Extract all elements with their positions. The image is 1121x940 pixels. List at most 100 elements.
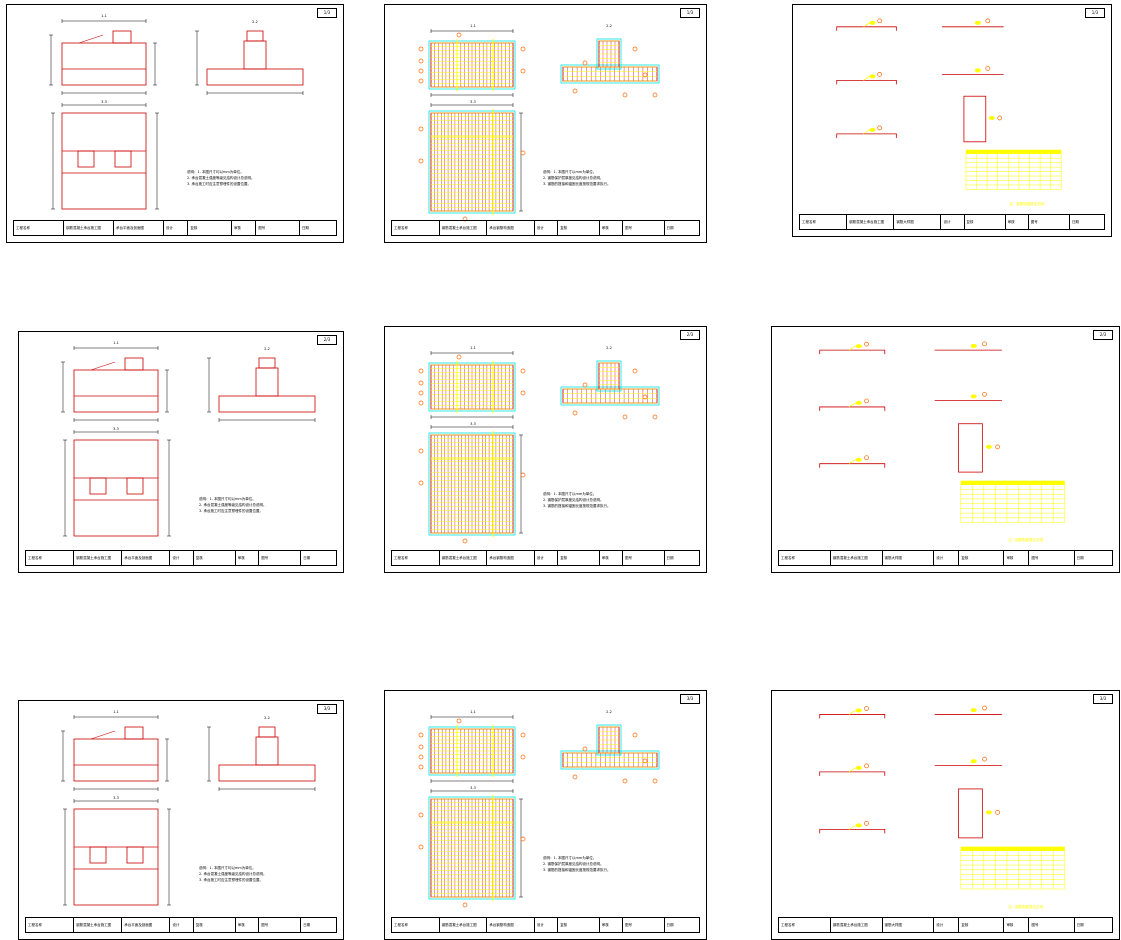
concrete-cover-outline (428, 40, 516, 90)
elevation-title: 1-1 (113, 710, 119, 714)
inclined-rebar (78, 34, 104, 44)
design-notes: 说明：1. 本图尺寸以mm为单位。2. 钢筋保护层厚度见结构设计总说明。3. 钢… (543, 855, 610, 873)
rebar-tag (855, 765, 862, 770)
rebar-marker (864, 821, 869, 826)
plan-title: 3-3 (113, 427, 119, 431)
note-line: 说明：1. 本图尺寸均以mm为单位。 (187, 170, 244, 174)
pier-plan (89, 477, 107, 495)
rebar-marker (982, 391, 987, 397)
title-block-cell: 工程名称 (392, 551, 440, 565)
sheet-drawing: 1-12-23-3 (61, 710, 316, 906)
concrete-cover-outline (428, 432, 516, 536)
note-line: 说明：1. 本图尺寸均以mm为单位。 (199, 497, 256, 501)
title-block-cell: 工程名称 (392, 918, 440, 932)
title-block-cell: 图号 (259, 551, 302, 565)
rebar-marker (982, 756, 987, 762)
title-block-cell: 复核 (959, 918, 1005, 932)
schedule-header (960, 480, 1065, 485)
schedule-header (965, 149, 1062, 154)
rebar-marker (462, 538, 468, 544)
pier-cap-side (258, 357, 276, 369)
title-block-cell: 图号 (1029, 215, 1070, 229)
bent-rebar-shape (836, 26, 897, 31)
title-block-cell: 审核 (600, 221, 623, 235)
elevation-title: 1-1 (470, 346, 476, 350)
rebar-marker (418, 812, 424, 818)
rebar-marker (877, 18, 883, 24)
title-block: 工程名称钢筋混凝土承台施工图承台平面及剖面图设计复核审核图号日期 (25, 917, 337, 933)
title-block-cell: 钢筋混凝土承台施工图 (74, 918, 123, 932)
note-line: 3. 承台施工时应注意预埋件的设置位置。 (187, 182, 251, 186)
rebar-marker (520, 68, 526, 74)
bent-rebar-shape (819, 349, 886, 355)
concrete-cover-outline (428, 362, 516, 412)
title-block-cell: 设计 (934, 551, 960, 565)
title-block-cell: 承台平面及剖面图 (114, 221, 165, 235)
note-line: 说明：1. 本图尺寸以mm为单位。 (543, 170, 597, 174)
page-number: 2/3 (680, 330, 700, 340)
title-block-cell: 审核 (1006, 215, 1029, 229)
cap-elevation (61, 42, 147, 86)
rebar-tag (855, 457, 862, 462)
rebar-marker (418, 68, 424, 74)
rebar-tag (988, 116, 995, 121)
rebar-marker (995, 809, 1000, 815)
title-block-cell: 设计 (535, 551, 559, 565)
rebar-marker (456, 718, 462, 724)
stirrup-shape (958, 423, 983, 473)
title-block-cell: 图号 (623, 221, 665, 235)
rebar-marker (642, 758, 648, 764)
title-block-cell: 设计 (535, 221, 559, 235)
title-block-cell: 日期 (301, 226, 309, 230)
title-block-cell: 日期 (303, 923, 311, 927)
page-number: 2/3 (317, 335, 337, 345)
pier-elevation (124, 726, 144, 740)
title-block-cell: 复核 (194, 918, 236, 932)
title-block: 工程名称钢筋混凝土承台施工图钢筋大样图设计复核审核图号日期 (778, 550, 1113, 566)
title-block-cell: 工程名称 (800, 215, 848, 229)
title-block: 工程名称钢筋混凝土承台施工图承台钢筋构造图设计复核审核图号日期 (391, 917, 700, 933)
title-block-cell: 复核 (965, 215, 1006, 229)
title-block: 工程名称钢筋混凝土承台施工图钢筋大样图设计复核审核图号日期 (799, 214, 1105, 230)
rebar-marker (456, 32, 462, 38)
title-block-cell: 工程名称 (392, 221, 440, 235)
inclined-rebar (90, 361, 116, 371)
cap-elevation (73, 738, 159, 782)
sheet-drawing (819, 705, 1066, 890)
rebar-marker (462, 216, 468, 222)
title-block-cell: 审核 (232, 221, 257, 235)
rebar-marker (982, 705, 987, 711)
rebar-tag (970, 343, 977, 348)
rebar-marker (572, 88, 578, 94)
rebar-marker (418, 368, 424, 374)
rebar-marker (622, 92, 628, 98)
title-block-cell: 审核 (600, 551, 623, 565)
sheet-drawing: 1-12-23-3 (49, 14, 304, 210)
rebar-marker (632, 368, 638, 374)
title-block-cell: 钢筋混凝土承台施工图 (847, 215, 895, 229)
pier-side (255, 367, 279, 397)
rebar-marker (520, 472, 526, 478)
rebar-marker (418, 78, 424, 84)
rebar-tag (974, 20, 981, 25)
rebar-marker (520, 732, 526, 738)
rebar-tag (855, 823, 862, 828)
title-block-cell: 图号 (623, 551, 665, 565)
rebar-marker (642, 72, 648, 78)
sheet-drawing (819, 341, 1066, 523)
bent-rebar-shape (819, 771, 886, 776)
title-block-cell: 复核 (558, 221, 600, 235)
rebar-marker (418, 158, 424, 164)
pier-plan (114, 150, 132, 168)
design-notes: 说明：1. 本图尺寸均以mm为单位。2. 承台混凝土强度等级见结构设计总说明。3… (199, 865, 266, 883)
title-block-cell: 设计 (941, 215, 965, 229)
title-block-cell: 日期 (666, 226, 674, 230)
title-block: 工程名称钢筋混凝土承台施工图承台钢筋构造图设计复核审核图号日期 (391, 550, 700, 566)
page-number: 1/3 (1085, 8, 1105, 18)
title-block-cell: 钢筋混凝土承台施工图 (440, 918, 488, 932)
